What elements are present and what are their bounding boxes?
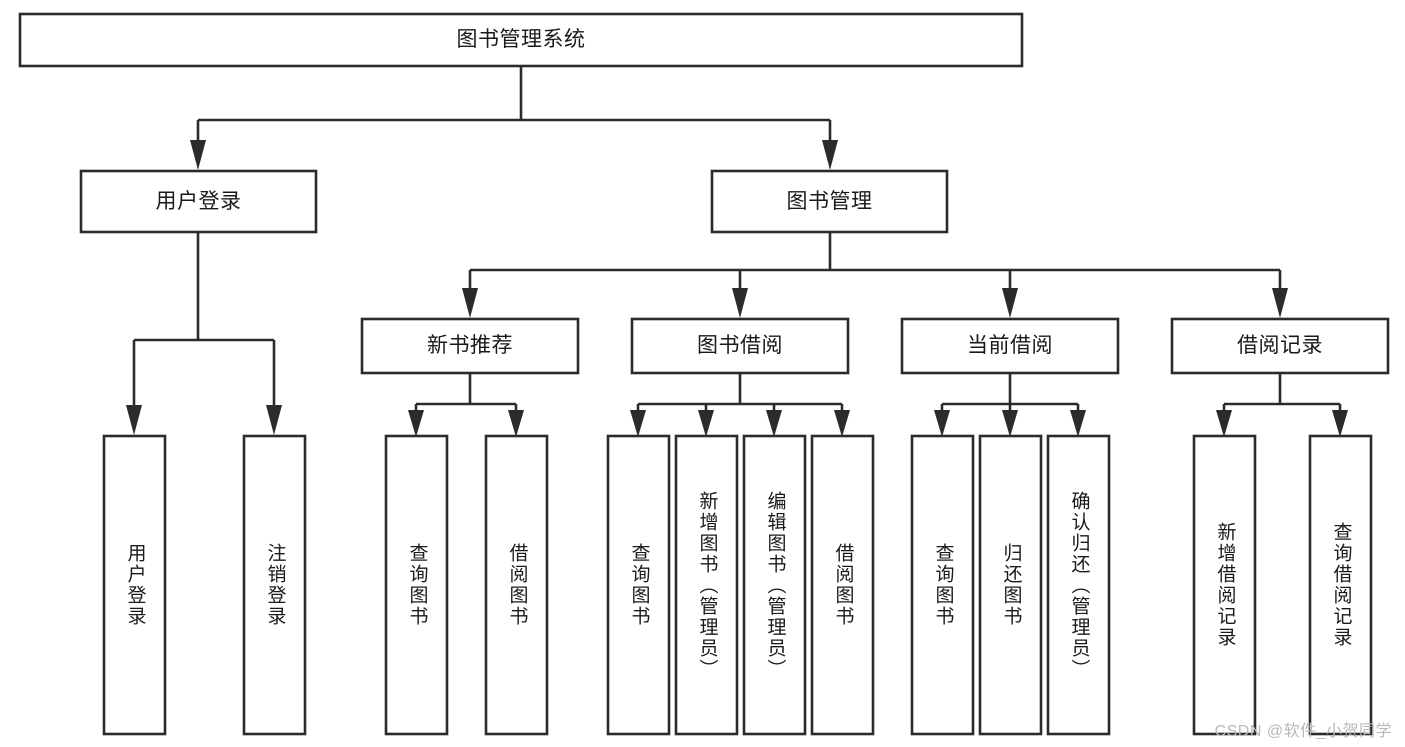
- node-box-current-borrow[interactable]: [900, 317, 1120, 375]
- node-box-leaf-query-book-1[interactable]: [384, 434, 449, 736]
- arrowhead-leaf-query-book-2: [630, 410, 646, 437]
- node-box-book-manage[interactable]: [710, 169, 949, 234]
- node-box-root[interactable]: [18, 12, 1024, 68]
- arrowhead-leaf-user-logout: [266, 405, 282, 435]
- node-box-user-login[interactable]: [79, 169, 318, 234]
- watermark-text: CSDN @软件_小贺同学: [1214, 723, 1392, 740]
- node-box-leaf-query-book-3[interactable]: [910, 434, 975, 736]
- arrowhead-leaf-query-book-3: [934, 410, 950, 437]
- node-box-leaf-borrow-book-1[interactable]: [484, 434, 549, 736]
- arrowhead-book-manage: [822, 140, 838, 170]
- arrowhead-leaf-user-login: [126, 405, 142, 435]
- node-box-leaf-query-record[interactable]: [1308, 434, 1373, 736]
- node-box-leaf-return-book[interactable]: [978, 434, 1043, 736]
- node-box-leaf-edit-book[interactable]: [742, 434, 807, 736]
- arrowhead-borrow-record: [1272, 288, 1288, 318]
- node-box-borrow-record[interactable]: [1170, 317, 1390, 375]
- node-box-book-borrow[interactable]: [630, 317, 850, 375]
- arrowhead-current-borrow: [1002, 288, 1018, 318]
- node-box-leaf-add-record[interactable]: [1192, 434, 1257, 736]
- node-box-leaf-user-login[interactable]: [102, 434, 167, 736]
- node-box-leaf-add-book[interactable]: [674, 434, 739, 736]
- arrowhead-book-borrow: [732, 288, 748, 318]
- arrowhead-new-book-recommend: [462, 288, 478, 318]
- node-box-leaf-borrow-book-2[interactable]: [810, 434, 875, 736]
- arrowhead-leaf-borrow-book-2: [834, 410, 850, 437]
- arrowhead-leaf-add-record: [1216, 410, 1232, 437]
- arrowhead-leaf-edit-book: [766, 410, 782, 437]
- arrowhead-user-login: [190, 140, 206, 170]
- arrowhead-leaf-query-record: [1332, 410, 1348, 437]
- arrowhead-leaf-query-book-1: [408, 410, 424, 437]
- node-box-leaf-confirm-return[interactable]: [1046, 434, 1111, 736]
- arrowhead-leaf-confirm-return: [1070, 410, 1086, 437]
- arrowhead-leaf-add-book: [698, 410, 714, 437]
- arrowhead-leaf-borrow-book-1: [508, 410, 524, 437]
- node-box-leaf-query-book-2[interactable]: [606, 434, 671, 736]
- node-box-leaf-user-logout[interactable]: [242, 434, 307, 736]
- arrowhead-leaf-return-book: [1002, 410, 1018, 437]
- node-box-new-book-recommend[interactable]: [360, 317, 580, 375]
